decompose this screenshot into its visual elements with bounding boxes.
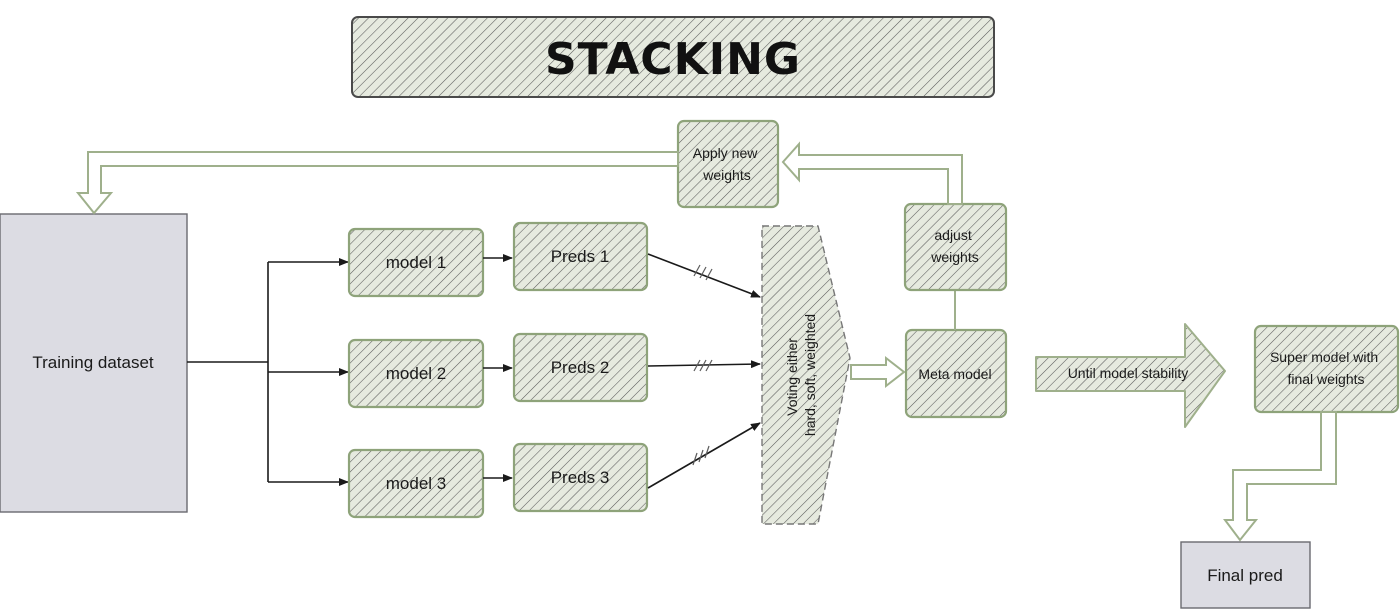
svg-text:Voting either hard, soft: Voting either hard, soft, weighted: [784, 314, 818, 436]
super-label-line-2: final weights: [1287, 371, 1364, 387]
adjust-to-apply-arrow: [781, 141, 963, 205]
model-3-node: model 3: [347, 448, 485, 519]
title-text: STACKING: [545, 34, 801, 85]
title-banner: STACKING: [351, 16, 995, 98]
model-1-node: model 1: [347, 227, 485, 298]
training-dataset-label: Training dataset: [32, 353, 154, 372]
final-pred-node: Final pred: [1180, 541, 1311, 609]
until-stability-arrow: Until model stability: [1035, 323, 1226, 428]
voting-label-line-1: Voting either: [784, 338, 800, 416]
preds-2-node: Preds 2: [512, 332, 649, 403]
meta-model-node: Meta model: [904, 328, 1008, 419]
super-model-node: Super model with final weights: [1253, 324, 1400, 414]
preds-2-label: Preds 2: [551, 358, 610, 377]
voting-label-line-2: hard, soft, weighted: [802, 314, 818, 436]
preds-to-voting-arrows: [647, 253, 761, 489]
preds-3-node: Preds 3: [512, 442, 649, 513]
model-2-node: model 2: [347, 338, 485, 409]
apply-label-line-1: Apply new: [693, 145, 758, 161]
until-stability-label: Until model stability: [1068, 365, 1189, 381]
training-dataset-node: Training dataset: [0, 213, 188, 513]
apply-to-training-arrow: [75, 151, 679, 215]
branch-connectors: [187, 258, 349, 486]
adjust-label-line-1: adjust: [934, 227, 971, 243]
model-3-label: model 3: [386, 474, 446, 493]
svg-text:Super model with final w: Super model with final weights: [1270, 349, 1382, 387]
meta-model-label: Meta model: [918, 366, 991, 382]
super-to-final-arrow: [1223, 411, 1337, 542]
preds-1-label: Preds 1: [551, 247, 610, 266]
apply-weights-node: Apply new weights: [676, 119, 780, 209]
preds-1-node: Preds 1: [512, 221, 649, 292]
preds-3-label: Preds 3: [551, 468, 610, 487]
adjust-label-line-2: weights: [930, 249, 978, 265]
apply-label-line-2: weights: [702, 167, 750, 183]
model-1-label: model 1: [386, 253, 446, 272]
svg-text:adjust weights: adjust weights: [930, 227, 978, 265]
adjust-weights-node: adjust weights: [903, 202, 1008, 292]
voting-node: Voting either hard, soft, weighted: [761, 225, 851, 525]
final-pred-label: Final pred: [1207, 566, 1283, 585]
voting-to-meta-arrow: [850, 355, 906, 389]
svg-text:Apply new weights: Apply new weights: [693, 145, 761, 183]
super-label-line-1: Super model with: [1270, 349, 1378, 365]
model-to-preds-arrows: [483, 254, 513, 482]
model-2-label: model 2: [386, 364, 446, 383]
